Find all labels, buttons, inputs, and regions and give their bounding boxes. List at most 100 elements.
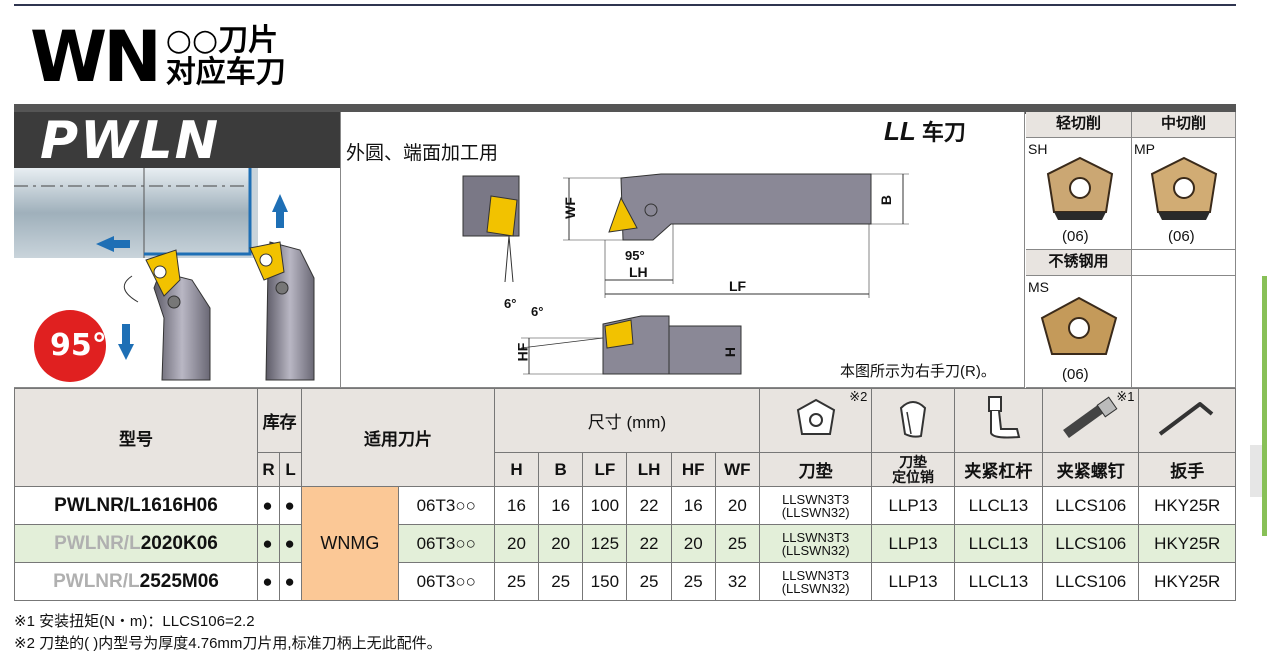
insert-code: 06T3○○ — [397, 562, 495, 601]
cell-pin: LLP13 — [871, 562, 955, 601]
table-row: PWLNR/L2020K06 ● ● 06T3○○ 20 20 125 22 2… — [14, 524, 1236, 563]
th-clamp-screw: 夹紧螺钉 — [1042, 452, 1140, 487]
dimension-diagram: WF B 95° LH LF 6° 6° HF H — [340, 112, 1025, 388]
cell-lf: 125 — [582, 524, 628, 563]
cell-shim: LLSWN3T3(LLSWN32) — [758, 562, 873, 601]
angle-badge-text: 95° — [50, 328, 107, 363]
table-row: PWLNR/L2525M06 ● ● 06T3○○ 25 25 150 25 2… — [14, 562, 1236, 601]
row-model: PWLNR/L2525M06 — [14, 562, 258, 601]
label-h: H — [722, 346, 739, 358]
cell-lever: LLCL13 — [953, 524, 1044, 563]
th-wrench: 扳手 — [1138, 452, 1236, 487]
workpiece — [14, 168, 250, 258]
insert-panel: 轻切削 中切削 不锈钢用 SH MP MS (06) (06) (06) — [1026, 112, 1236, 388]
header-band — [14, 104, 1026, 114]
cell-screw: LLCS106 — [1042, 486, 1140, 525]
note1-mark: ※1 — [1116, 389, 1135, 404]
ms-size: (06) — [1062, 366, 1089, 383]
label-95: 95° — [625, 248, 645, 263]
th-b: B — [538, 452, 584, 487]
empty-cell — [1132, 250, 1236, 276]
ms-insert-icon — [1040, 296, 1118, 355]
clamp-screw-icon — [1062, 396, 1118, 439]
page-title: WN ○○刀片 对应车刀 — [30, 18, 286, 96]
stock-r: ● — [256, 524, 281, 563]
shim-icon — [796, 398, 835, 435]
spec-table: 型号 库存 适用刀片 尺寸 (mm) ※2 ※1 R L — [14, 388, 1236, 601]
stainless-header: 不锈钢用 — [1026, 250, 1132, 276]
mp-insert-icon — [1150, 156, 1218, 220]
subtitle-line1: ○○刀片 — [165, 23, 279, 58]
medium-cut-header: 中切削 — [1132, 112, 1236, 138]
th-shim-pin: 刀垫 定位销 — [871, 452, 955, 487]
row-model: PWLNR/L2020K06 — [14, 524, 258, 563]
side-tab[interactable] — [1250, 445, 1262, 497]
cell-screw: LLCS106 — [1042, 524, 1140, 563]
footnote-2: ※2 刀垫的( )内型号为厚度4.76mm刀片用,标准刀柄上无此配件。 — [14, 635, 442, 652]
stock-r: ● — [256, 562, 281, 601]
header-band-right — [1026, 104, 1236, 114]
th-r: R — [256, 452, 281, 487]
cell-lh: 25 — [626, 562, 672, 601]
insert-type: WNMG — [301, 486, 399, 601]
cell-pin: LLP13 — [871, 524, 955, 563]
th-dims: 尺寸 (mm) — [493, 388, 760, 453]
insert-code: 06T3○○ — [397, 486, 495, 525]
th-hf: HF — [670, 452, 716, 487]
top-rule — [14, 4, 1236, 6]
th-lh: LH — [626, 452, 672, 487]
empty-cell-2 — [1132, 276, 1236, 388]
feed-up-arrow — [272, 194, 288, 228]
th-clamp-lever: 夹紧杠杆 — [953, 452, 1044, 487]
cell-screw: LLCS106 — [1042, 562, 1140, 601]
clamp-lever-icon — [988, 396, 1021, 439]
th-l: L — [279, 452, 303, 487]
feed-down-arrow — [118, 324, 134, 360]
note2-mark: ※2 — [849, 389, 868, 404]
th-screw-icon: ※1 — [1042, 388, 1140, 453]
cell-lf: 150 — [582, 562, 628, 601]
table-row: PWLNR/L1616H06 ● ● WNMG 06T3○○ 16 16 100… — [14, 486, 1236, 601]
mp-size: (06) — [1168, 228, 1195, 245]
sh-code: SH — [1028, 141, 1048, 157]
cell-shim: LLSWN3T3(LLSWN32) — [758, 524, 873, 563]
th-wf: WF — [714, 452, 760, 487]
th-pin-icon — [871, 388, 955, 453]
feed-left-arrow — [96, 236, 130, 252]
holder-illustration — [14, 168, 315, 382]
label-6a: 6° — [504, 296, 517, 311]
model-title: PWLN — [40, 111, 221, 171]
insert-code: 06T3○○ — [397, 524, 495, 563]
label-6b: 6° — [531, 304, 544, 319]
cell-lf: 100 — [582, 486, 628, 525]
cell-hf: 20 — [670, 524, 716, 563]
ll-prefix: LL — [884, 116, 916, 146]
model-title-box — [14, 112, 340, 168]
ll-suffix: 车刀 — [921, 120, 966, 145]
wrench-icon — [1159, 402, 1214, 436]
cell-lh: 22 — [626, 486, 672, 525]
cell-h: 20 — [493, 524, 540, 563]
cell-lh: 22 — [626, 524, 672, 563]
cell-wf: 32 — [714, 562, 760, 601]
right-hand-note: 本图所示为右手刀(R)。 — [840, 363, 996, 380]
th-h: H — [493, 452, 540, 487]
cell-shim: LLSWN3T3(LLSWN32) — [758, 486, 873, 525]
cell-lever: LLCL13 — [953, 562, 1044, 601]
label-lf: LF — [729, 278, 747, 294]
angle-badge — [34, 310, 106, 382]
th-stock: 库存 — [256, 388, 303, 453]
cell-pin: LLP13 — [871, 486, 955, 525]
cell-wf: 25 — [714, 524, 760, 563]
cell-wrench: HKY25R — [1138, 524, 1236, 563]
ms-cell — [1026, 276, 1132, 388]
side-scroll-accent — [1262, 276, 1267, 536]
mp-code: MP — [1134, 141, 1155, 157]
light-cut-header: 轻切削 — [1026, 112, 1132, 138]
footnote-1: ※1 安装扭矩(N・m)：LLCS106=2.2 — [14, 613, 255, 630]
cell-lever: LLCL13 — [953, 486, 1044, 525]
stock-l: ● — [279, 562, 303, 601]
dimension-drawing — [462, 173, 909, 375]
th-lf: LF — [582, 452, 628, 487]
th-wrench-icon — [1138, 388, 1236, 453]
